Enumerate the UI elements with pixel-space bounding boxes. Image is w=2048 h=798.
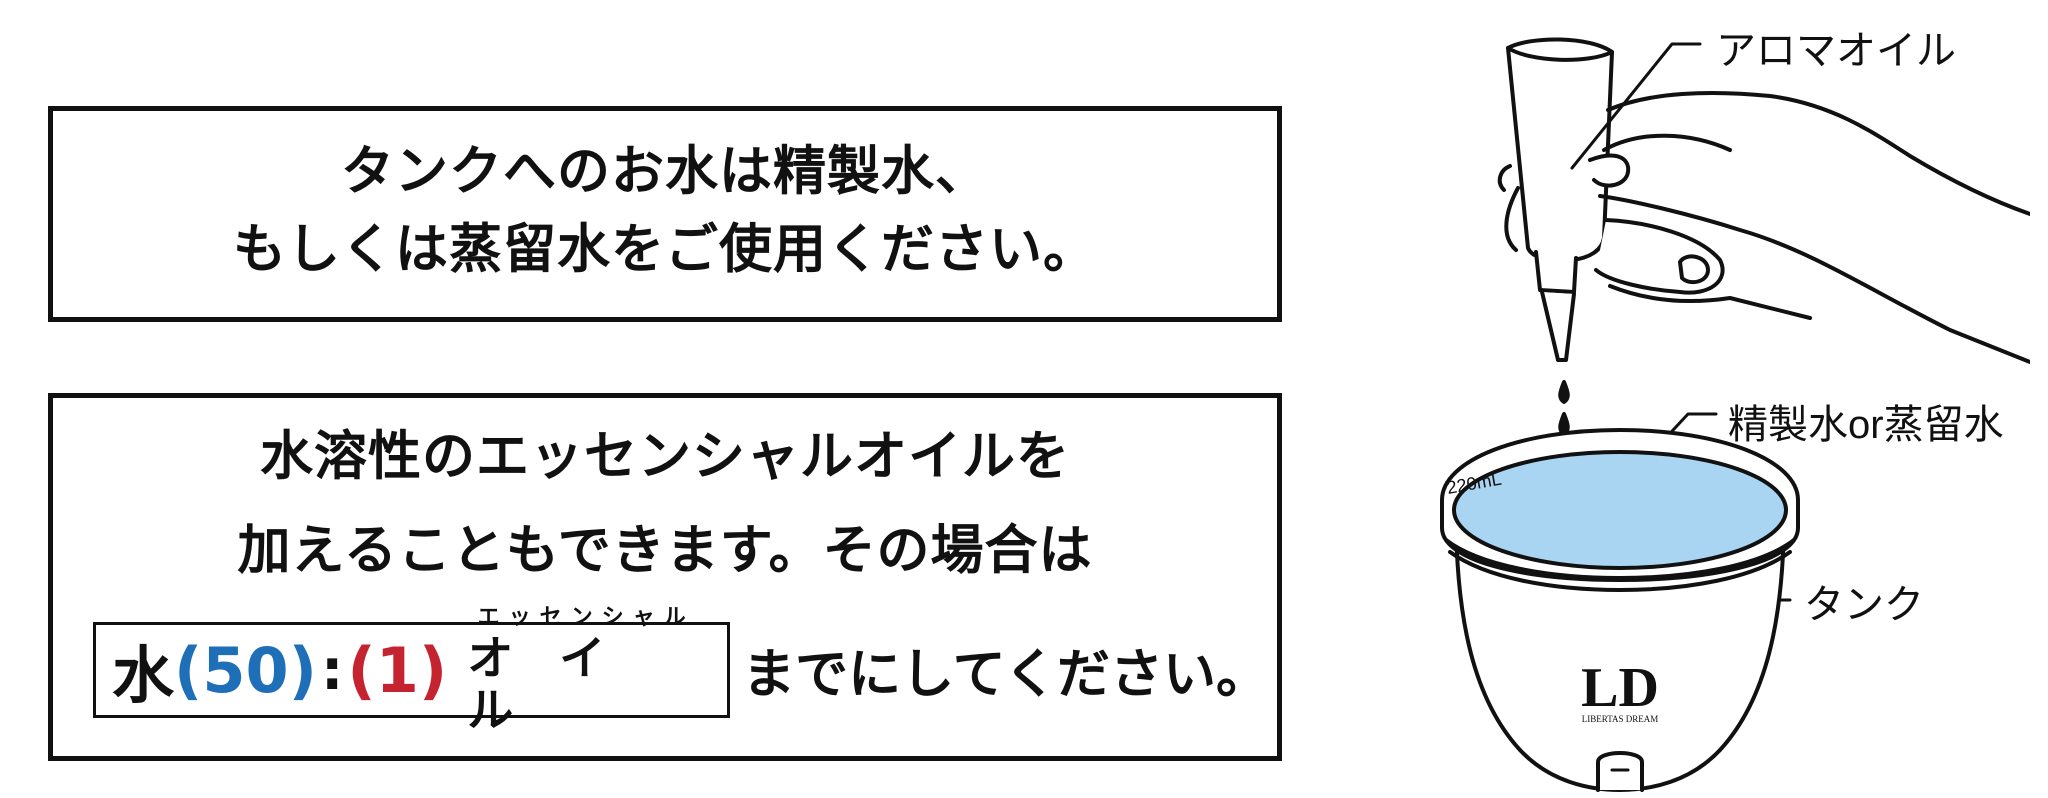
bottle-cap-top [1506,46,1614,62]
bottle-nozzle [1540,290,1576,362]
ratio-row: 水 (50) : (1) エッセンシャル オイル までにしてください。 [93,605,1270,736]
label-aroma-oil: アロマオイル [1716,29,1956,73]
tank-logo: LD [1581,657,1659,719]
ratio-oil-ruby: エッセンシャル [477,605,695,630]
ratio-oil-value: (1) [347,633,448,707]
tank-logo-sub: LIBERTAS DREAM [1582,714,1659,724]
hand [1606,90,2030,216]
notice-line: タンクへのお水は精製水、 [341,141,989,202]
ratio-suffix: までにしてください。 [742,644,1270,705]
notice-line: 水溶性のエッセンシャルオイルを [260,426,1070,487]
label-water: 精製水or蒸留水 [1728,403,2004,447]
tank-water [1452,450,1788,570]
notice-line: もしくは蒸留水をご使用ください。 [233,219,1097,280]
humidifier-illustration: 220mL LD LIBERTAS DREAM [1440,37,2030,792]
aroma-leader [1570,42,1702,170]
notice-box-oil: 水溶性のエッセンシャルオイルを 加えることもできます。その場合は 水 (50) … [48,393,1282,761]
ratio-box: 水 (50) : (1) エッセンシャル オイル [93,605,731,736]
notice-line: 加えることもできます。その場合は [237,520,1093,581]
label-tank: タンク [1804,583,1924,627]
ratio-oil-label: エッセンシャル オイル [457,604,715,736]
bottle-neck [1534,250,1578,294]
notice-box-water: タンクへのお水は精製水、 もしくは蒸留水をご使用ください。 [48,106,1282,322]
ratio-oil-text: オイル [467,631,652,737]
oil-bottle [1506,37,1614,263]
ratio-water-value: (50) [174,633,317,707]
ratio-water-label: 水 [112,639,175,712]
ratio-colon: : [320,637,344,703]
tank-spout [1596,751,1644,792]
oil-drop [1558,380,1570,404]
